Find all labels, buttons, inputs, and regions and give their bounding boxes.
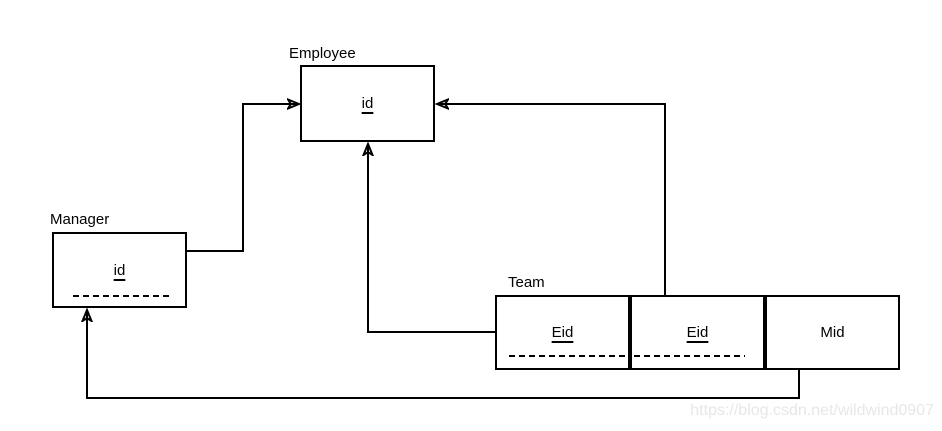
entity-employee: id: [300, 65, 435, 142]
field-team-eid-2: Eid: [686, 324, 709, 341]
team-eid-2-divider-dashed-line: [634, 355, 745, 357]
field-team-eid-1: Eid: [551, 324, 574, 341]
connector-team-mid-to-manager: [87, 311, 800, 399]
field-manager-id: id: [113, 261, 126, 279]
team-cell-mid: Mid: [765, 295, 900, 370]
team-cell-eid-2: Eid: [630, 295, 765, 370]
team-eid-1-divider-dashed-line: [509, 355, 628, 357]
entity-label-employee: Employee: [289, 45, 356, 62]
manager-divider-dashed-line: [73, 295, 169, 297]
watermark-url: https://blog.csdn.net/wildwind0907: [690, 402, 934, 419]
connector-manager-to-employee: [187, 104, 298, 252]
field-team-mid: Mid: [820, 324, 845, 341]
connector-team-eid1-to-employee: [368, 145, 495, 333]
team-cell-eid-1: Eid: [495, 295, 630, 370]
entity-manager: id: [52, 232, 187, 308]
entity-label-manager: Manager: [50, 211, 110, 228]
entity-label-team: Team: [508, 274, 545, 291]
connector-team-eid2-to-employee: [438, 104, 666, 295]
field-employee-id: id: [361, 95, 374, 112]
